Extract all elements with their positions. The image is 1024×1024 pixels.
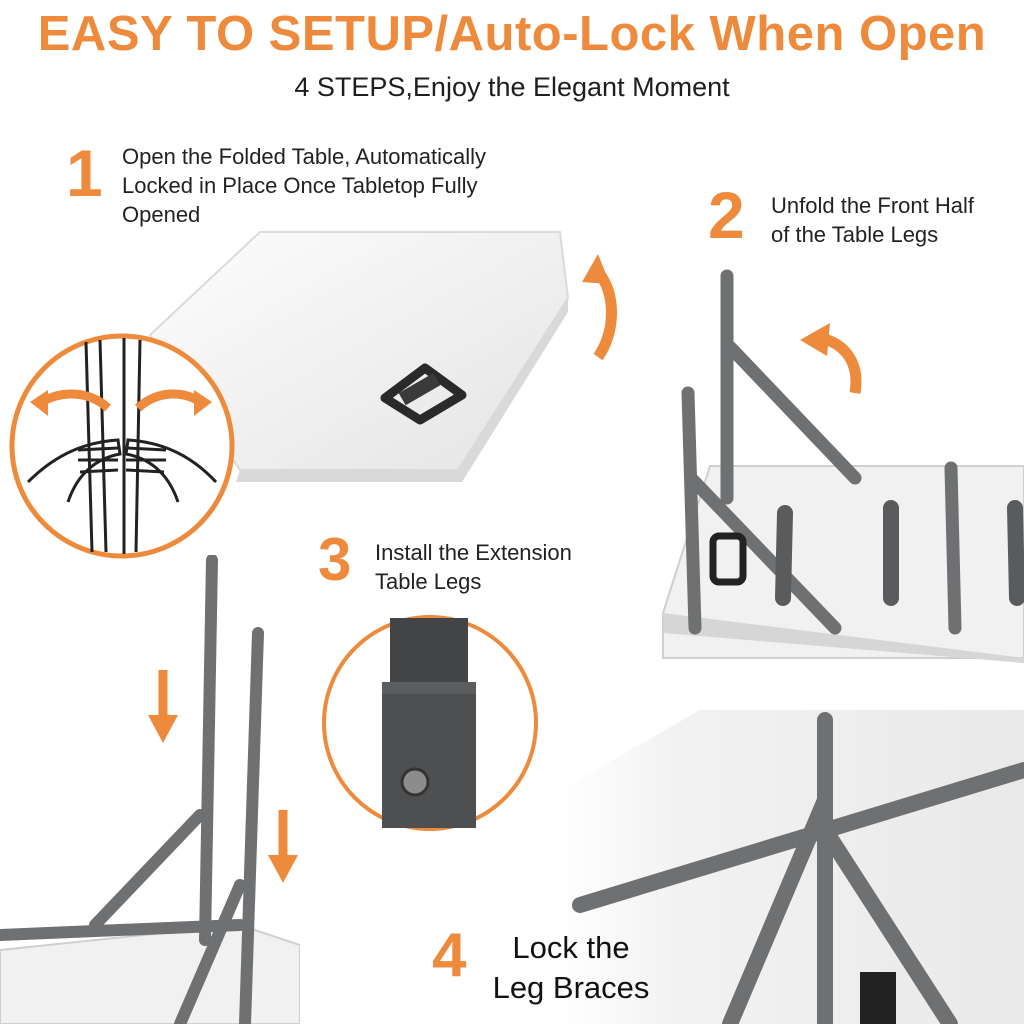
hands-opening-icon	[9, 333, 235, 559]
step-1-line: Locked in Place Once Tabletop Fully	[122, 173, 478, 199]
curved-arrow-icon	[582, 254, 617, 361]
headline: EASY TO SETUP/Auto-Lock When Open	[37, 7, 987, 61]
step-4-line: Leg Braces	[492, 970, 650, 1006]
step-2-line: Unfold the Front Half	[771, 193, 974, 218]
down-arrow-icon	[148, 670, 178, 743]
lock-pin-icon	[322, 615, 538, 831]
folded-table-illustration	[148, 231, 570, 482]
step-1-line: Opened	[122, 202, 201, 228]
lock-leg-braces-illustration	[560, 710, 1024, 1024]
step-3-line: Table Legs	[375, 569, 482, 595]
step-4-number: 4	[432, 921, 467, 990]
step-3-number: 3	[318, 526, 352, 593]
step-4-line: Lock the	[512, 930, 630, 965]
step-3-text: Install the Extension Table Legs	[375, 538, 572, 596]
down-arrow-icon	[268, 810, 298, 883]
extension-legs-illustration	[0, 555, 300, 1024]
carry-handle-icon	[380, 363, 467, 425]
step-2-number: 2	[708, 178, 745, 252]
carry-handle-icon	[709, 532, 747, 586]
table-legs-unfold-illustration	[662, 269, 1024, 663]
step-2-line: of the Table Legs	[771, 222, 939, 248]
step-3-line: Install the Extension	[375, 540, 572, 565]
step-1-text: Open the Folded Table, Automatically Loc…	[122, 142, 486, 229]
step-1-number: 1	[66, 136, 103, 210]
step-1-line: Open the Folded Table, Automatically	[122, 144, 487, 169]
step-2-text: Unfold the Front Half of the Table Legs	[771, 191, 974, 249]
subheadline: 4 STEPS,Enjoy the Elegant Moment	[294, 72, 730, 102]
step-4-text: Lock the Leg Braces	[476, 928, 666, 1009]
